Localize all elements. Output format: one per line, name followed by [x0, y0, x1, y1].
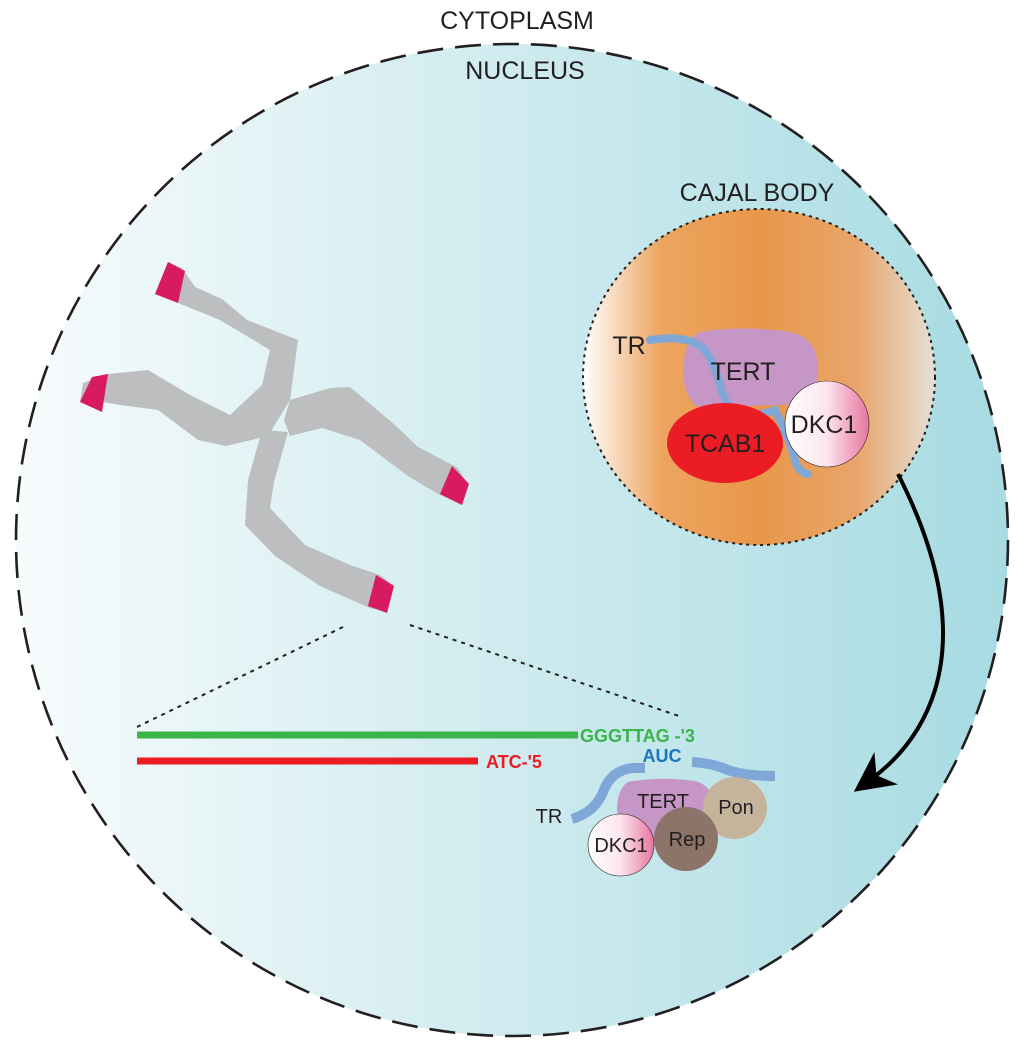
tr-strand-small [570, 763, 645, 824]
telomere-bottom [368, 575, 394, 613]
tcab1-label: TCAB1 [685, 430, 766, 458]
tert-label: TERT [711, 358, 776, 386]
dkc1-label-small: DKC1 [594, 835, 647, 857]
cytoplasm-label: CYTOPLASM [440, 7, 594, 35]
zoom-line-right [409, 624, 683, 718]
dkc1-ellipse-small [587, 813, 655, 877]
telomere-top [155, 262, 185, 303]
chromosome-arm-upper-right [284, 387, 468, 505]
cajal-body-label: CAJAL BODY [680, 179, 835, 207]
tr-strand-small-right [691, 757, 776, 781]
tr-label: TR [612, 332, 645, 360]
rep-label: Rep [669, 829, 706, 851]
top-strand-label: GGGTTAG -'3 [580, 726, 695, 746]
bottom-strand-label: ATC-'5 [486, 752, 542, 772]
pon-label: Pon [718, 797, 754, 819]
chromosome-arm-upper-left [80, 262, 298, 446]
cajal-telomerase-complex: TERT TR TCAB1 DKC1 [612, 328, 870, 483]
chromosome [80, 262, 469, 613]
nucleus-circle [14, 42, 1010, 1038]
telomere-telomerase-complex: TERT TR DKC1 Pon Rep [536, 757, 776, 877]
tcab1-ellipse [667, 403, 783, 483]
translocation-arrow [853, 473, 945, 792]
rep-ellipse [654, 807, 718, 871]
zoom-line-left [136, 626, 344, 728]
telomere-right [440, 466, 469, 505]
telomere-left [80, 374, 108, 412]
template-sequence-label: AUC [643, 746, 682, 766]
dkc1-ellipse [784, 380, 870, 468]
tert-label-small: TERT [637, 791, 689, 813]
tert-blob [683, 328, 818, 408]
dkc1-label: DKC1 [791, 411, 858, 439]
nucleus-label: NUCLEUS [465, 57, 584, 85]
pon-ellipse [703, 777, 767, 839]
tr-label-small: TR [536, 806, 563, 828]
